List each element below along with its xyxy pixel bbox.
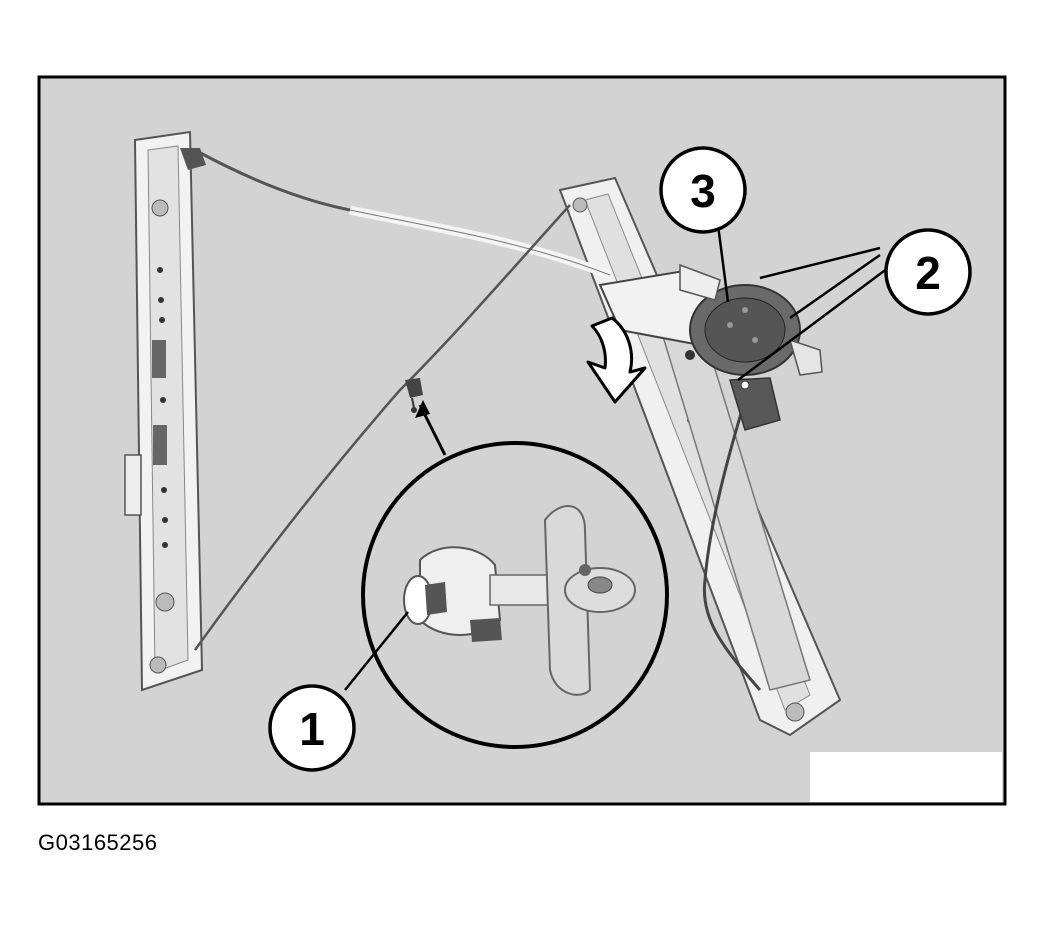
callout-3-label: 3 [690,165,716,217]
figure-id: G03165256 [38,830,158,855]
callout-1: 1 [268,684,356,772]
callout-1-label: 1 [299,703,325,755]
callout-2: 2 [884,228,972,316]
frame-blank-corner [810,752,1002,802]
cable-clip [405,378,423,413]
cable-clip-detail [403,505,636,696]
lower-cable [193,204,571,651]
motor-cable [702,399,762,691]
callout-3: 3 [659,146,747,234]
callout-2-label: 2 [915,247,941,299]
detail-magnifier [361,400,669,749]
callout-leaders [344,224,889,691]
left-guide-rail [124,130,206,692]
removal-direction-arrow [586,316,647,404]
window-motor [598,263,823,431]
